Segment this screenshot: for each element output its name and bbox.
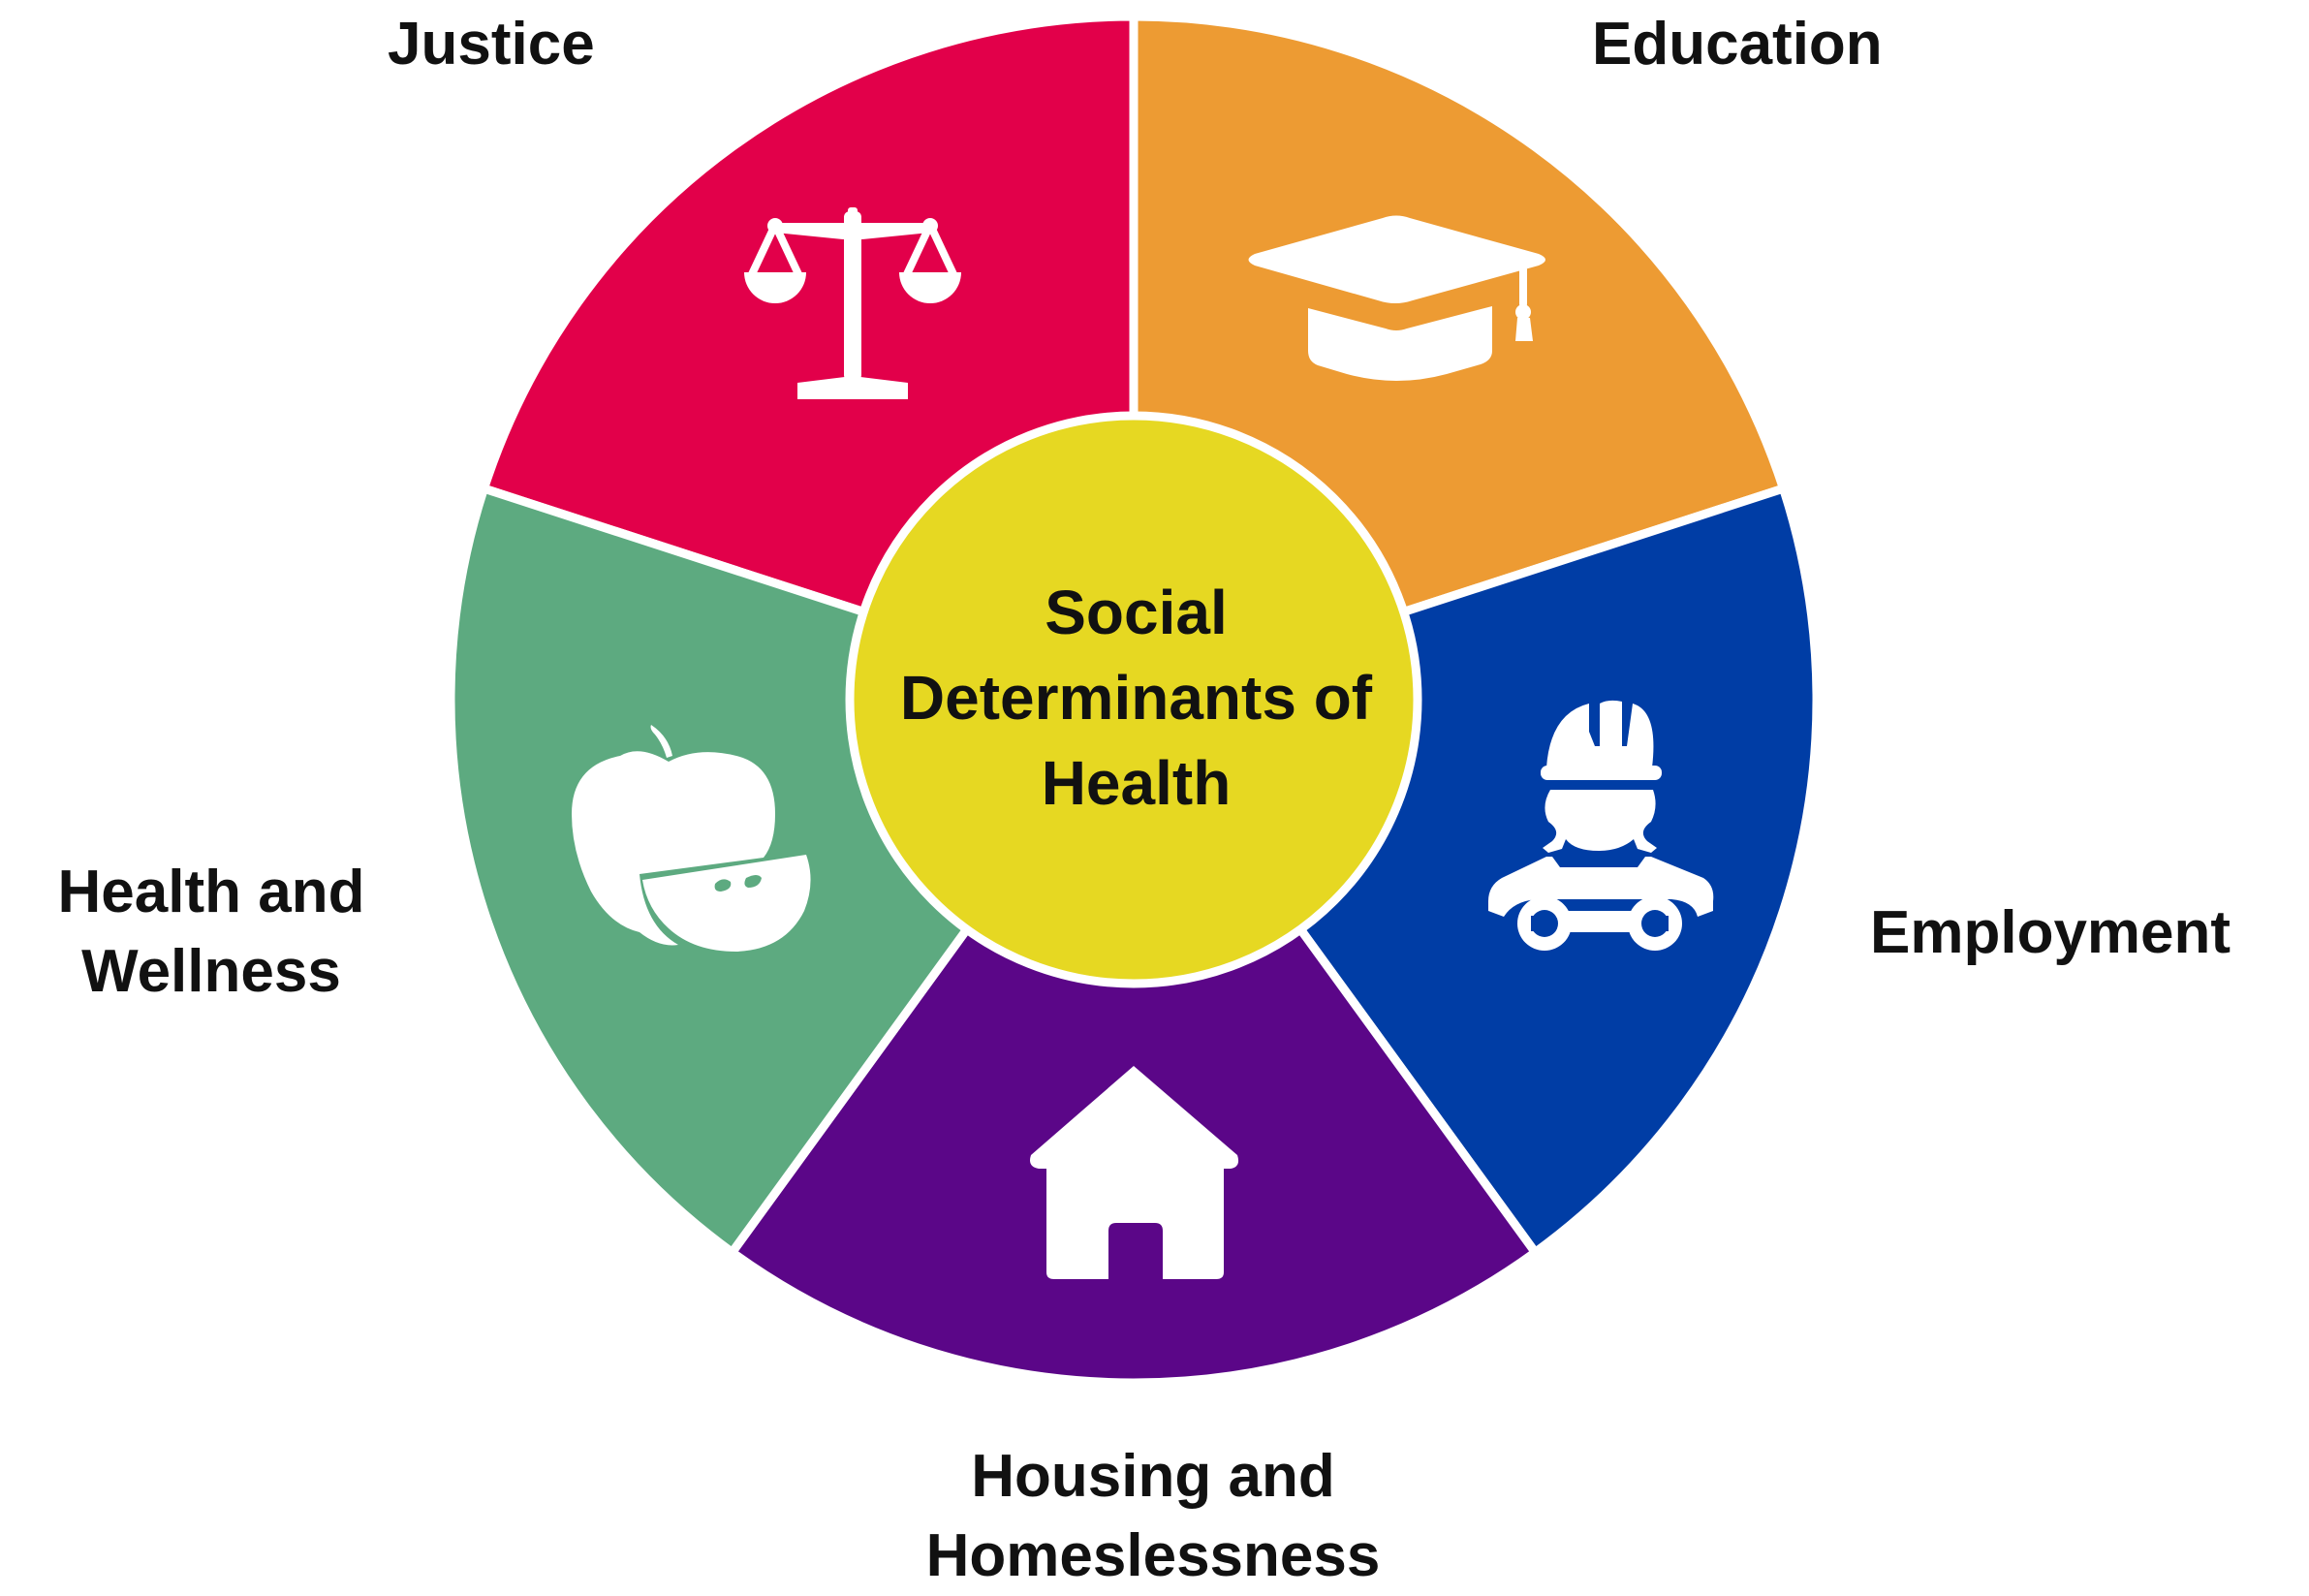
label-employment: Employment	[1870, 899, 2231, 966]
apple-icon	[572, 725, 811, 952]
segment-housing	[728, 695, 1540, 1388]
label-justice: Justice	[388, 11, 595, 78]
label-housing: Housing and Homeslessness	[925, 1443, 1381, 1589]
house-icon	[1030, 1066, 1239, 1279]
label-education: Education	[1592, 11, 1883, 78]
center-title: Social Determinants of Health	[899, 578, 1373, 818]
graduation-cap-icon	[1248, 215, 1545, 381]
label-health: Health and Wellness	[57, 859, 365, 1005]
worker-with-wrench-icon	[1488, 700, 1714, 951]
center-circle	[845, 411, 1422, 988]
scales-icon	[744, 207, 961, 399]
